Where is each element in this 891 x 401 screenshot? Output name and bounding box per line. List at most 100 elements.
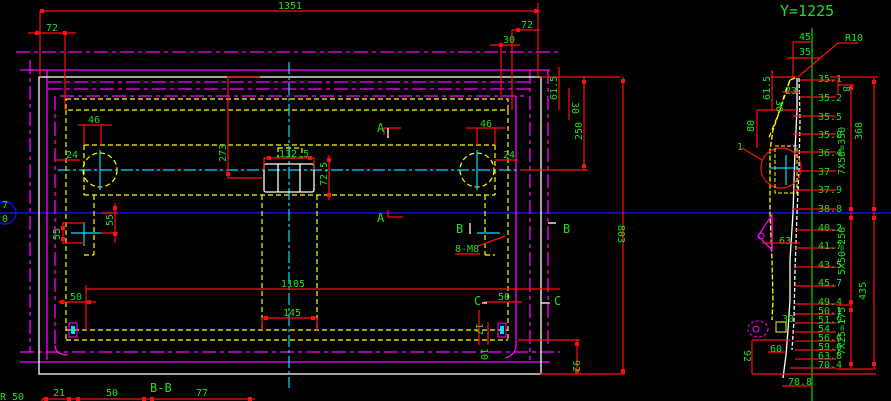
station-label: 35.5 xyxy=(818,112,842,123)
detail-slot xyxy=(774,145,798,194)
section-view: Y=1225 1 xyxy=(737,2,878,401)
dim-corner-tiny: 10 xyxy=(478,348,489,360)
dim-bracket-height: 273 xyxy=(218,144,229,162)
dim-overall-width: 1351 xyxy=(278,1,302,12)
bottom-dim-3: 77 xyxy=(196,388,208,399)
dim-bottom-92: 92 xyxy=(741,350,752,362)
section-label-a-bottom: A xyxy=(377,211,385,225)
bottom-dim-1: 21 xyxy=(53,388,65,399)
dim-bracket-depth: 72.5 xyxy=(319,162,330,186)
corner-fastener-left-core xyxy=(71,326,75,334)
dim-ticks xyxy=(35,9,625,373)
bottom-dim-2: 50 xyxy=(106,388,118,399)
dim-center-span: 1105 xyxy=(281,279,305,290)
dim-left-61-5: 61.5 xyxy=(762,76,773,100)
dim-right-inner: 30 xyxy=(503,35,515,46)
dim-hole-offset-left: 24 xyxy=(66,150,78,161)
corner-fastener-left xyxy=(68,322,78,338)
phantom-corner xyxy=(54,344,69,356)
detail-label-1: 1 xyxy=(737,142,743,153)
section-label-c-left: C xyxy=(474,294,481,308)
detail-circle xyxy=(760,147,802,189)
dim-top-depth: 250 xyxy=(574,122,585,140)
station-label: 40.2 xyxy=(818,223,842,234)
dim-slot-left-a: 55 xyxy=(52,228,63,240)
leader-r10 xyxy=(797,42,839,78)
station-label: 49.4 xyxy=(818,297,842,308)
dim-mid-chain: 5X50=250 xyxy=(837,227,848,275)
section-label-b-left: B xyxy=(456,222,463,236)
side-bracket-block xyxy=(775,321,787,333)
dim-left-80: 80 xyxy=(746,120,757,132)
leader-8-m8 xyxy=(477,235,506,247)
dim-bottom-left: 50 xyxy=(70,292,82,303)
dim-left-offset: 72 xyxy=(46,23,58,34)
profile-inner xyxy=(791,77,801,351)
dim-bracket-width: 132.5 xyxy=(279,149,309,160)
dim-right-8: 8 xyxy=(840,86,851,92)
dim-bottom-60: 60 xyxy=(770,344,782,355)
dim-bottom-78-8: 78.8 xyxy=(788,377,812,388)
chain-ticks xyxy=(849,80,876,366)
profile-outer xyxy=(782,78,798,379)
station-label: 35.2 xyxy=(818,93,842,104)
station-label: 54 xyxy=(818,324,830,335)
dim-slot-left-b: 55 xyxy=(105,214,116,226)
station-label: 51.9 xyxy=(818,315,842,326)
axis-marker-circle xyxy=(0,201,17,225)
station-label: 59.6 xyxy=(818,342,842,353)
leader-detail-1 xyxy=(741,147,763,161)
scale-label: R 50 xyxy=(0,392,24,401)
dim-hole-spacing-left: 46 xyxy=(88,115,100,126)
section-mark-a-bottom xyxy=(387,210,403,218)
station-label: 38.8 xyxy=(818,204,842,215)
dim-upper-total: 368 xyxy=(854,122,865,140)
dim-top-offset-1: 61.5 xyxy=(549,76,560,100)
station-label: 63.8 xyxy=(818,351,842,362)
section-mark-a-top xyxy=(383,127,401,135)
dim-lower-total: 435 xyxy=(858,282,869,300)
station-label: 45.7 xyxy=(818,278,842,289)
dim-top-45: 45 xyxy=(799,32,811,43)
dim-right-offset: 72 xyxy=(521,20,533,31)
plan-view: 7 0 1351 72 72 30 61.5 30 250 803 46 46 … xyxy=(0,1,891,388)
dim-top-35: 35 xyxy=(799,47,811,58)
dim-left-23: 23 xyxy=(785,86,797,97)
corner-fastener-right xyxy=(497,322,507,338)
dim-hole-offset-right: 24 xyxy=(503,150,515,161)
axis-marker-top: 7 xyxy=(2,200,8,211)
bottom-strip: B-B R 50 21 50 77 xyxy=(0,381,255,401)
corner-fastener-right-core xyxy=(500,326,504,334)
side-bracket-lower-hole xyxy=(752,325,760,333)
hole-callout: 8-M8 xyxy=(455,244,479,255)
dim-hole-spacing-right: 46 xyxy=(480,119,492,130)
dim-top-offset-2: 30 xyxy=(569,102,580,114)
bracket-slot xyxy=(277,147,303,159)
dim-corner-small: 17 xyxy=(473,323,484,335)
dim-center-inner: 145 xyxy=(283,308,301,319)
station-label: 35.8 xyxy=(818,130,842,141)
hidden-line xyxy=(65,98,509,111)
station-label: 50.1 xyxy=(818,306,842,317)
station-label: 41.7 xyxy=(818,241,842,252)
phantom-corner xyxy=(504,344,517,359)
station-label: 56.6 xyxy=(818,333,842,344)
station-label: 35.1 xyxy=(818,74,842,85)
dim-overall-height: 803 xyxy=(615,225,626,243)
section-label-c-right: C xyxy=(554,294,561,308)
dim-bottom-right: 50 xyxy=(498,292,510,303)
mounting-bracket xyxy=(263,163,315,193)
dim-left-30: 30 xyxy=(773,100,784,112)
station-ticks xyxy=(790,79,836,369)
dim-lower-chain: 7X25=175 xyxy=(837,307,848,355)
profile-hidden-upper xyxy=(767,79,791,141)
axis-marker-bottom: 0 xyxy=(2,214,8,225)
section-view-title: Y=1225 xyxy=(780,2,834,20)
radius-label: R10 xyxy=(845,33,863,44)
station-label: 37.9 xyxy=(818,185,842,196)
dim-63: 63 xyxy=(779,236,791,247)
station-label: 43.5 xyxy=(818,260,842,271)
station-label: 37 xyxy=(818,167,830,178)
station-label: 36.4 xyxy=(818,148,842,159)
